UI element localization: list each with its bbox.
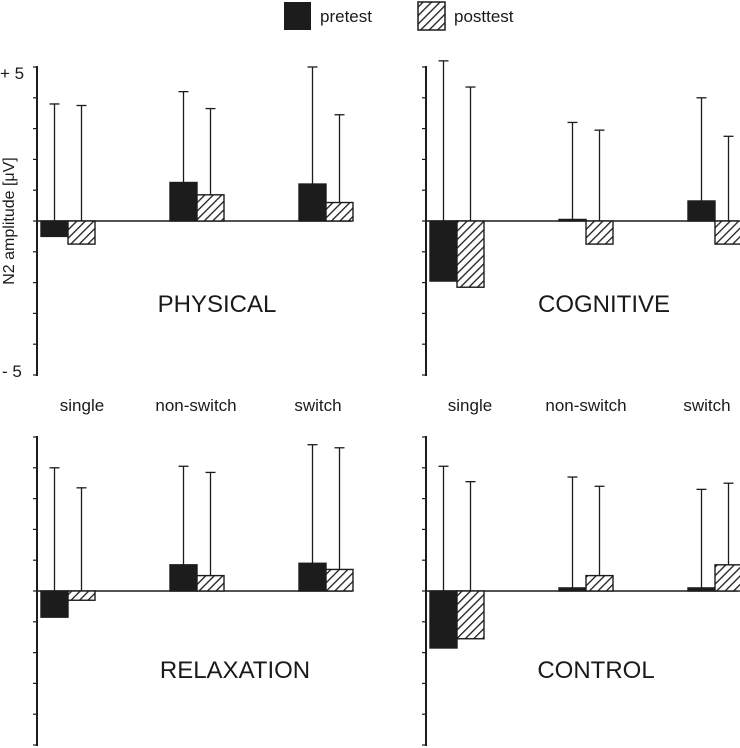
legend: pretest posttest [284, 1, 514, 31]
bar-control-switch-posttest [714, 564, 740, 592]
bar-cognitive-switch-pretest [687, 200, 716, 222]
bar-relaxation-non-switch-posttest [196, 574, 225, 592]
bar-cognitive-non-switch-pretest [558, 218, 587, 222]
bar-control-switch-pretest [687, 587, 716, 592]
legend-swatch-pretest [284, 2, 311, 30]
category-label-non-switch-right: non-switch [545, 396, 626, 415]
bar-cognitive-switch-posttest [714, 220, 740, 245]
bar-physical-single-posttest [67, 220, 96, 245]
bar-cognitive-non-switch-posttest [585, 220, 614, 245]
panel-title-control: CONTROL [537, 657, 654, 684]
bar-physical-non-switch-posttest [196, 194, 225, 222]
bar-cognitive-single-pretest [429, 220, 458, 282]
bar-control-single-pretest [429, 590, 458, 649]
bar-control-non-switch-posttest [585, 574, 614, 592]
bar-physical-switch-pretest [298, 183, 327, 222]
panel-title-cognitive: COGNITIVE [538, 291, 670, 318]
bar-relaxation-switch-posttest [325, 568, 354, 592]
category-label-switch-right: switch [683, 396, 730, 415]
panel-title-relaxation: RELAXATION [160, 657, 310, 684]
category-label-single: single [60, 396, 104, 415]
category-label-switch: switch [294, 396, 341, 415]
category-label-non-switch: non-switch [155, 396, 236, 415]
panels: PHYSICAL COGNITIVE RELAXATION CONTROL [33, 60, 740, 746]
panel-title-physical: PHYSICAL [158, 291, 277, 318]
legend-label-posttest: posttest [454, 7, 514, 26]
bar-relaxation-switch-pretest [298, 562, 327, 592]
bar-physical-single-pretest [40, 220, 69, 238]
bar-relaxation-non-switch-pretest [169, 564, 198, 592]
bar-relaxation-single-pretest [40, 590, 69, 618]
y-tick-label-bottom: - 5 [2, 362, 22, 381]
bar-physical-non-switch-pretest [169, 181, 198, 222]
legend-label-pretest: pretest [320, 7, 372, 26]
bar-control-single-posttest [456, 590, 485, 640]
y-axis-label: N2 amplitude [μV] [1, 157, 18, 285]
category-label-single-right: single [448, 396, 492, 415]
bar-control-non-switch-pretest [558, 587, 587, 592]
bar-physical-switch-posttest [325, 201, 354, 222]
bar-cognitive-single-posttest [456, 220, 485, 288]
y-tick-label-top: + 5 [0, 64, 24, 83]
bar-relaxation-single-posttest [67, 590, 96, 601]
legend-swatch-posttest [417, 1, 446, 31]
